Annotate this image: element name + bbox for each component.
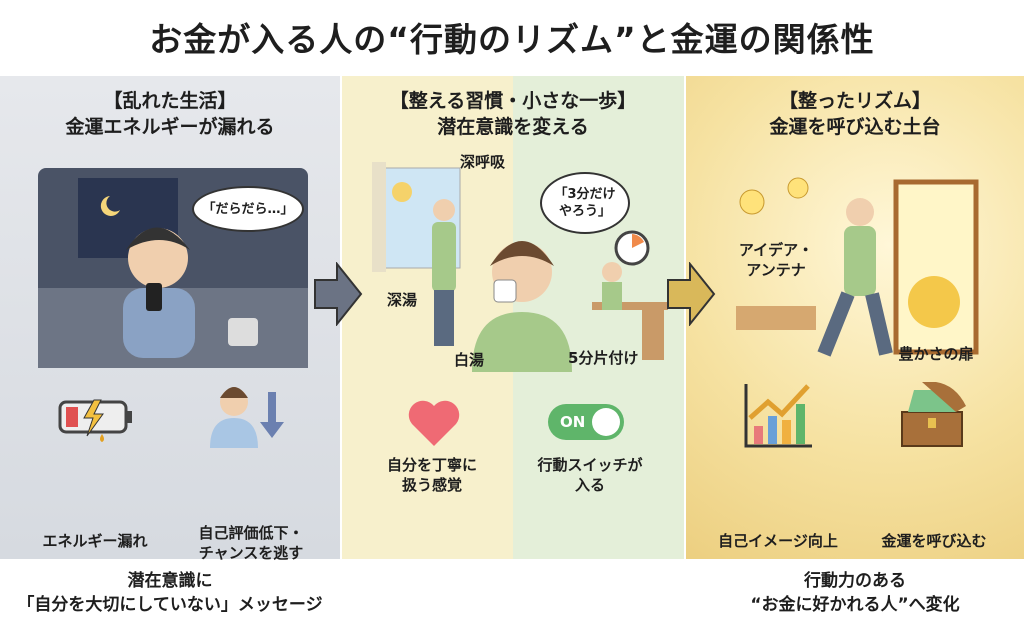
bubble-line-2: やろう」: [558, 204, 611, 219]
label-bath: 深湯: [387, 291, 418, 309]
label-idea-2: アンテナ: [746, 261, 806, 279]
panel-subheading: 金運エネルギーが漏れる: [65, 116, 275, 138]
label-switch-1: 行動スイッチが: [537, 456, 643, 474]
thought-bubble: 「だらだら…」: [192, 186, 304, 232]
panel-rhythm: 【整ったリズム】 金運を呼び込む土台 アイデア・ アンテナ 豊かさの扉 自己イメ…: [686, 76, 1024, 615]
footer-line-1: 行動力のある: [804, 571, 906, 591]
page-title: お金が入る人の“行動のリズム”と金運の関係性: [149, 20, 875, 59]
panel-heading: 【乱れた生活】: [103, 90, 237, 112]
arrow-right-icon: [314, 262, 363, 326]
panel-habits: 【整える習慣・小さな一歩】 潜在意識を変える 「3分だけやろう」 深呼吸 深湯 …: [342, 76, 684, 559]
label-self-esteem-1: 自己評価低下・: [198, 524, 304, 542]
label-hot-water: 白湯: [454, 351, 485, 369]
label-self-image: 自己イメージ向上: [718, 532, 838, 550]
on-toggle-switch: ON: [548, 404, 624, 440]
panel-disordered-life: 【乱れた生活】 金運エネルギーが漏れる 「だらだら…」 エネルギー漏れ 自己評価…: [0, 76, 340, 615]
label-idea-1: アイデア・: [738, 241, 814, 259]
habits-illustration: [372, 162, 668, 372]
toggle-knob: [592, 408, 620, 436]
label-self-esteem-2: チャンスを逃す: [198, 544, 304, 562]
arrow-right-icon: [667, 262, 716, 326]
label-door: 豊かさの扉: [898, 345, 974, 363]
panel-subheading: 潜在意識を変える: [437, 116, 589, 138]
rising-chart-icon: [744, 384, 812, 448]
battery-leak-icon: [58, 399, 132, 442]
thought-bubble: 「3分だけやろう」: [540, 172, 630, 234]
panel-heading: 【整ったリズム】: [778, 90, 931, 112]
panel-heading: 【整える習慣・小さな一歩】: [389, 90, 637, 112]
label-deep-breath: 深呼吸: [460, 153, 506, 171]
bubble-line-1: 「3分だけ: [554, 187, 616, 202]
footer-line-1: 潜在意識に: [127, 571, 213, 591]
footer-line-2: “お金に好かれる人”へ変化: [750, 595, 960, 615]
toggle-label: ON: [560, 413, 586, 431]
footer-line-2: 「自分を大切にしていない」メッセージ: [17, 595, 323, 615]
treasure-chest-icon: [901, 382, 966, 447]
label-switch-2: 入る: [574, 476, 605, 494]
panel-subheading: 金運を呼び込む土台: [769, 116, 941, 138]
door-walking-illustration: [736, 177, 979, 357]
label-energy-leak: エネルギー漏れ: [42, 532, 148, 550]
label-attract-money: 金運を呼び込む: [881, 532, 987, 550]
heart-icon: [408, 400, 460, 446]
label-care-2: 扱う感覚: [401, 476, 462, 494]
label-care-1: 自分を丁寧に: [386, 456, 477, 474]
sad-person-down-arrow-icon: [210, 387, 284, 448]
label-tidy: 5分片付け: [568, 349, 639, 367]
